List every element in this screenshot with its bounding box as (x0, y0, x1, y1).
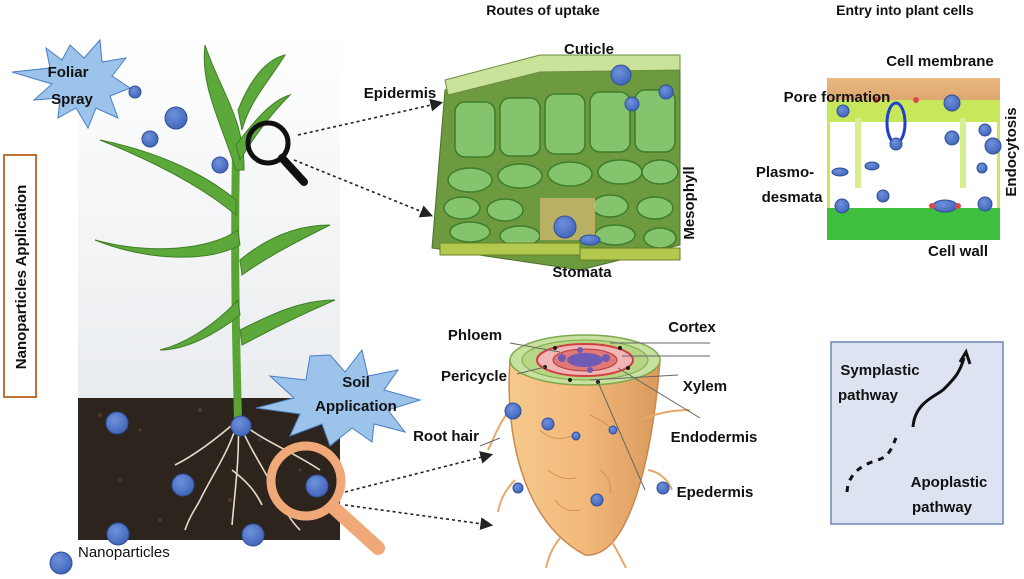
foliar-spray-burst: Foliar Spray (11, 38, 132, 130)
symplastic-arrow (911, 357, 966, 428)
cell-entry-diagram (827, 78, 1002, 240)
side-label: Nanoparticles Application (13, 185, 30, 369)
symplastic-label-2: pathway (838, 387, 899, 404)
soil-label-2: Application (315, 398, 397, 415)
apoplastic-label-1: Apoplastic (911, 474, 988, 491)
endocytosis-label: Endocytosis (1003, 107, 1020, 196)
pore-formation-label: Pore formation (784, 89, 891, 106)
plant-panel (78, 30, 340, 540)
legend: Nanoparticles (49, 544, 170, 575)
pericycle-label: Pericycle (441, 368, 507, 385)
apoplastic-label-2: pathway (912, 499, 973, 516)
symplastic-label-1: Symplastic (840, 362, 919, 379)
legend-nanoparticles: Nanoparticles (78, 544, 170, 561)
legend-nanoparticle-swatch (49, 551, 73, 575)
soil-application-burst: Soil Application (255, 348, 422, 447)
root-hair-label: Root hair (413, 428, 479, 445)
leaf-magnifier-icon (245, 120, 308, 186)
cuticle-label: Cuticle (564, 41, 614, 58)
leaf-cross-section (431, 54, 681, 271)
cell-wall-label: Cell wall (928, 243, 988, 260)
soil-label-1: Soil (342, 374, 370, 391)
root-cross-section (479, 334, 710, 569)
epedermis-label: Epedermis (677, 484, 754, 501)
side-label-box: Nanoparticles Application (3, 154, 37, 398)
entry-title: Entry into plant cells (836, 2, 974, 18)
epidermis-label: Epidermis (364, 85, 437, 102)
apoplastic-arrow (845, 437, 898, 493)
pathway-box: Symplastic pathway Apoplastic pathway (830, 341, 1004, 525)
xylem-label: Xylem (683, 378, 727, 395)
foliar-label-1: Foliar (48, 64, 89, 81)
plasmodesmata-label-2: desmata (762, 189, 824, 206)
cell-membrane-label: Cell membrane (886, 53, 994, 70)
phloem-label: Phloem (448, 327, 502, 344)
routes-title: Routes of uptake (486, 2, 600, 18)
foliar-label-2: Spray (51, 91, 93, 108)
stomata-label: Stomata (552, 264, 612, 281)
mesophyll-label: Mesophyll (681, 166, 698, 239)
cortex-label: Cortex (668, 319, 716, 336)
zoom-arrows (293, 98, 494, 531)
root-magnifier-icon (266, 441, 385, 555)
nanoparticles (105, 85, 329, 547)
plasmodesmata-label-1: Plasmo- (756, 164, 814, 181)
endodermis-label: Endodermis (671, 429, 758, 446)
